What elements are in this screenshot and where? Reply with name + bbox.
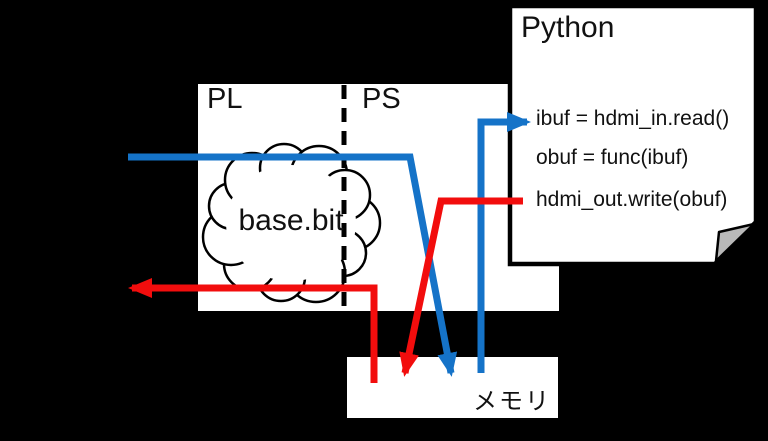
python-page [507, 3, 759, 267]
memory-label: メモリ [473, 388, 551, 415]
fold-corner [714, 222, 756, 263]
ps-label: PS [362, 83, 401, 115]
code-line-write: hdmi_out.write(obuf) [536, 188, 728, 211]
python-title: Python [521, 11, 615, 44]
memory-to-python-read-arrow [477, 112, 531, 373]
cloud-label: base.bit [238, 204, 344, 237]
python-write-to-memory-arrow [399, 197, 523, 377]
code-line-func: obuf = func(ibuf) [536, 146, 689, 169]
memory-to-hdmi-out-arrow [128, 278, 378, 383]
hdmi-in-to-memory-arrow [128, 153, 458, 377]
pl-label: PL [207, 83, 243, 115]
code-line-read: ibuf = hdmi_in.read() [536, 107, 730, 130]
